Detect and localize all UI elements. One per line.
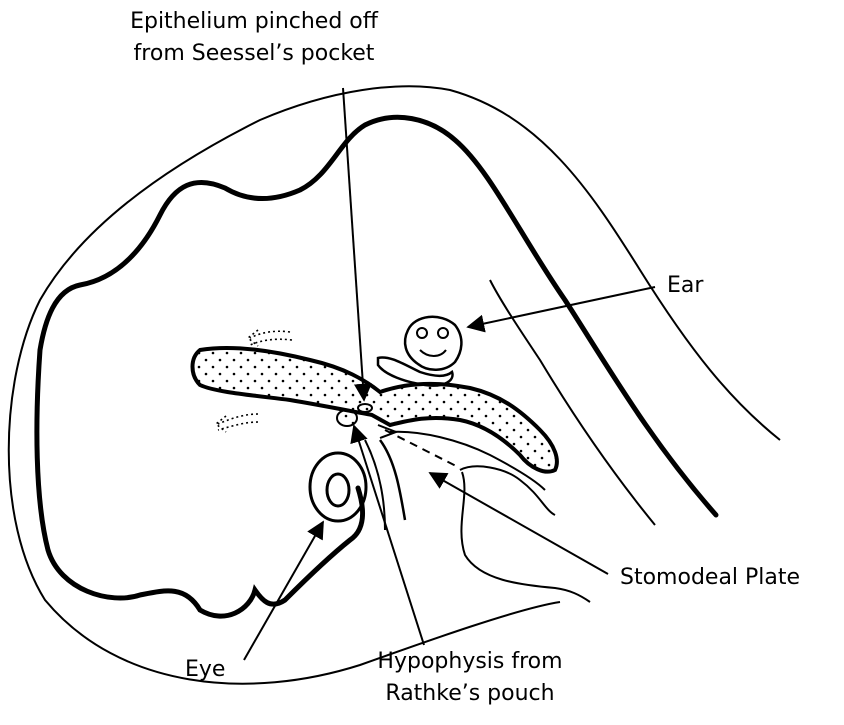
ear-vesicle — [378, 317, 461, 386]
label-stomodeal: Stomodeal Plate — [620, 562, 800, 594]
stomodeal-arrow — [430, 473, 608, 574]
label-seessel-line1: Epithelium pinched off — [84, 6, 424, 38]
label-seessel-line2: from Seessel’s pocket — [84, 38, 424, 70]
hypophysis-blob — [337, 410, 357, 426]
stippled-band — [193, 348, 557, 472]
pharynx-line-lower — [460, 466, 555, 515]
label-seessel: Epithelium pinched off from Seessel’s po… — [84, 6, 424, 70]
label-hypophysis: Hypophysis from Rathke’s pouch — [340, 646, 600, 710]
stomodeal-plate — [385, 430, 460, 468]
label-eye: Eye — [185, 654, 225, 686]
head-outline — [9, 86, 780, 683]
brain-wall — [37, 117, 716, 616]
label-hypophysis-line1: Hypophysis from — [340, 646, 600, 678]
label-hypophysis-line2: Rathke’s pouch — [340, 678, 600, 710]
label-ear: Ear — [667, 270, 703, 302]
hypophysis-arrow — [354, 426, 424, 645]
mandible-line — [461, 472, 590, 602]
